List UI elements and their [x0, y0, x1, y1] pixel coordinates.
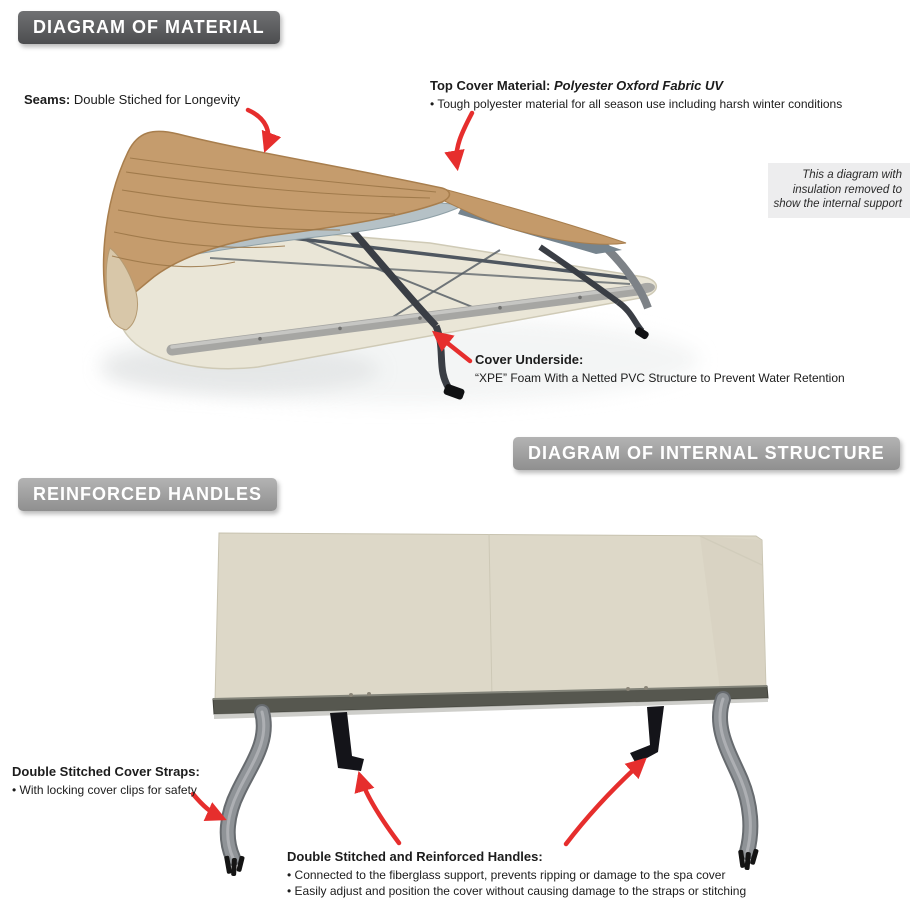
seams-label-text: Double Stiched for Longevity	[70, 92, 241, 107]
reinforced-handles-bullet-1: • Connected to the fiberglass support, p…	[287, 868, 726, 882]
reinforced-handles-bullet-2: • Easily adjust and position the cover w…	[287, 884, 747, 898]
top-fabric-edge	[437, 187, 627, 245]
right-handle	[630, 706, 664, 764]
top-cover-arrow-icon	[444, 110, 475, 172]
panel-shading	[700, 536, 766, 690]
top-cover-title-italic: Polyester Oxford Fabric UV	[554, 78, 724, 93]
panel-seam-line	[488, 533, 493, 700]
cover-underside-text: “XPE” Foam With a Netted PVC Structure t…	[475, 371, 845, 385]
top-fabric	[102, 130, 451, 318]
header-diagram-of-material-label: DIAGRAM OF MATERIAL	[33, 17, 265, 37]
top-cover-title: Top Cover Material: Polyester Oxford Fab…	[430, 77, 905, 94]
support-bar-highlight	[212, 685, 768, 700]
left-strap-clips	[224, 855, 245, 877]
cover-straps-bullet: • With locking cover clips for safety	[12, 783, 197, 797]
cover-underside-label: Cover Underside: “XPE” Foam With a Nette…	[475, 351, 905, 386]
underside-arrow-icon	[431, 330, 473, 364]
header-diagram-of-internal-structure: DIAGRAM OF INTERNAL STRUCTURE	[513, 437, 900, 470]
insulation-note: This a diagram with insulation removed t…	[768, 163, 910, 218]
panel-rivets	[349, 686, 648, 697]
reinforced-handles-label: Double Stitched and Reinforced Handles: …	[287, 848, 899, 899]
right-strap-clips	[738, 848, 759, 871]
seams-label: Seams: Double Stiched for Longevity	[24, 91, 240, 108]
left-cover-strap	[219, 704, 272, 866]
front-bar	[166, 282, 655, 356]
seam-stitch-lines	[111, 157, 437, 268]
fabric-underside-flap	[105, 247, 139, 331]
strap-clip-small	[634, 327, 649, 340]
support-bar-shadow	[214, 698, 768, 719]
top-cover-bullet: • Tough polyester material for all seaso…	[430, 97, 843, 111]
header-diagram-of-internal-structure-label: DIAGRAM OF INTERNAL STRUCTURE	[528, 443, 885, 463]
cover-straps-title: Double Stitched Cover Straps:	[12, 764, 200, 779]
front-bar-rivets	[258, 295, 582, 341]
left-handle	[330, 712, 364, 771]
header-reinforced-handles: REINFORCED HANDLES	[18, 478, 278, 511]
header-diagram-of-material: DIAGRAM OF MATERIAL	[18, 11, 280, 44]
top-cover-title-bold: Top Cover Material:	[430, 78, 555, 93]
seams-arrow-icon	[245, 107, 282, 153]
header-reinforced-handles-label: REINFORCED HANDLES	[33, 484, 263, 504]
seams-label-bold: Seams:	[24, 92, 71, 107]
right-handle-arrow-icon	[563, 757, 647, 847]
handles-illustration	[212, 532, 769, 877]
right-cover-strap	[711, 691, 759, 860]
cover-straps-label: Double Stitched Cover Straps: • With loc…	[12, 763, 252, 798]
strap-clip	[443, 384, 465, 400]
straps-arrow-icon	[190, 791, 227, 821]
left-handle-arrow-icon	[354, 771, 402, 846]
top-cover-label: Top Cover Material: Polyester Oxford Fab…	[430, 77, 905, 112]
cover-underside-title: Cover Underside:	[475, 352, 584, 367]
reinforced-handles-title: Double Stitched and Reinforced Handles:	[287, 849, 543, 864]
